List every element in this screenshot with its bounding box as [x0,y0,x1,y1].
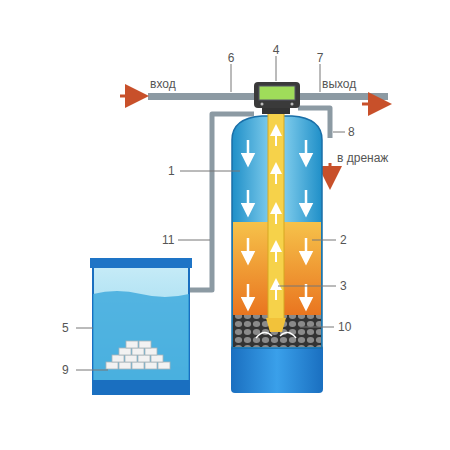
callout-number: 5 [62,322,69,334]
flow-label: выход [322,78,356,90]
callout-number: 2 [340,234,347,246]
callout-number: 3 [340,280,347,292]
callout-number: 6 [228,52,235,64]
callout-number: 1 [168,165,175,177]
callout-number: 4 [273,44,280,56]
callout-number: 11 [162,234,174,246]
callout-number: 8 [348,126,355,138]
flow-label: вход [150,78,176,90]
callout-number: 7 [317,52,324,64]
callout-number: 10 [338,321,351,333]
flow-label: в дренаж [337,152,388,164]
callout-number: 9 [62,364,69,376]
